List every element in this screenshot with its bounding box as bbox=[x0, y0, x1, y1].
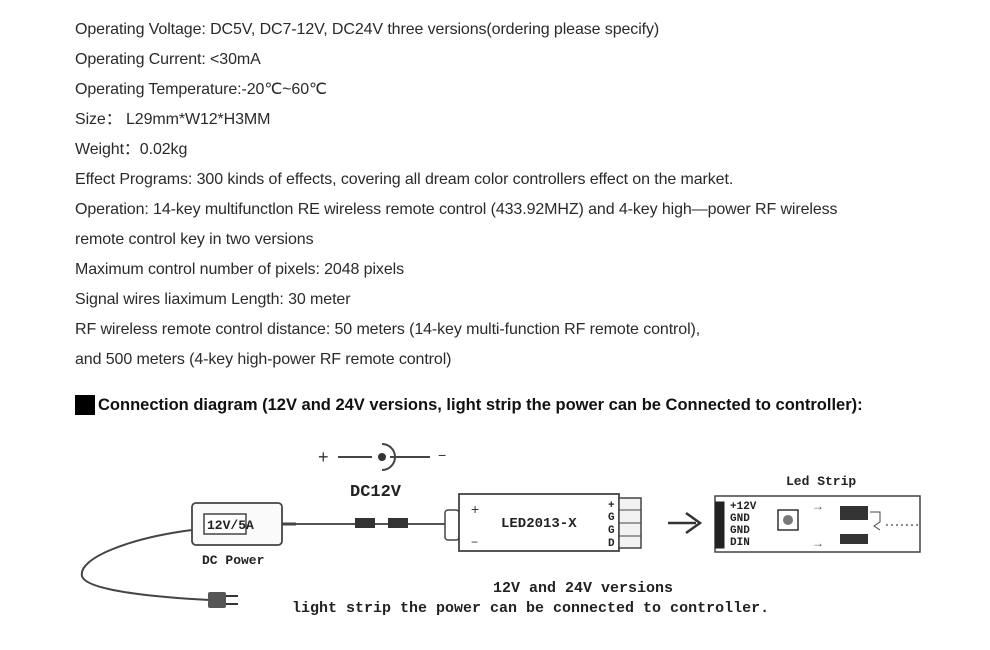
spec-operating-voltage: Operating Voltage: DC5V, DC7-12V, DC24V … bbox=[75, 21, 660, 38]
caption-line-1: 12V and 24V versions bbox=[493, 580, 673, 597]
ac-cord-wire bbox=[80, 529, 211, 601]
spec-rf-distance: RF wireless remote control distance: 50 … bbox=[75, 321, 701, 338]
controller-input-plug bbox=[444, 509, 460, 541]
dc-connector-cable bbox=[296, 518, 445, 528]
led-strip-connector bbox=[715, 501, 725, 549]
ac-power-cord bbox=[80, 529, 238, 608]
strip-pin-12v: +12V bbox=[730, 501, 757, 513]
spec-operation-continued: remote control key in two versions bbox=[75, 231, 314, 248]
led-chip-center-icon bbox=[783, 515, 793, 525]
psu-rating-label: 12V/5A bbox=[207, 518, 254, 533]
psu-caption: DC Power bbox=[202, 553, 264, 568]
psu-label-box bbox=[203, 513, 247, 535]
spec-operating-current: Operating Current: <30mA bbox=[75, 51, 261, 68]
right-arrow-icon bbox=[668, 511, 703, 535]
controller: + − LED2013-X + G G D bbox=[444, 493, 642, 552]
strip-pin-gnd2: GND bbox=[730, 525, 750, 537]
black-square-icon bbox=[75, 395, 95, 415]
controller-minus-label: − bbox=[471, 535, 478, 549]
plug-icon bbox=[208, 592, 226, 608]
controller-pin-g1: G bbox=[608, 512, 615, 524]
strip-zigzag-line bbox=[870, 511, 881, 531]
power-supply: 12V/5A DC Power bbox=[191, 502, 296, 568]
spec-rf-distance-continued: and 500 meters (4-key high-power RF remo… bbox=[75, 351, 452, 368]
dc-connector-female-icon bbox=[388, 518, 408, 528]
dc-voltage-label: DC12V bbox=[350, 483, 402, 502]
spec-effect-programs: Effect Programs: 300 kinds of effects, c… bbox=[75, 171, 734, 188]
strip-pin-gnd1: GND bbox=[730, 513, 750, 525]
dc-minus-sign: − bbox=[438, 447, 446, 463]
dc-plus-sign: + bbox=[318, 447, 329, 467]
controller-pin-plus: + bbox=[608, 500, 615, 512]
spec-operation: Operation: 14-key multifunctlon RE wirel… bbox=[75, 201, 838, 218]
controller-model-label: LED2013-X bbox=[501, 516, 577, 532]
dc-jack-symbol: + − DC12V bbox=[318, 443, 446, 502]
spec-operating-temperature: Operating Temperature:-20℃~60℃ bbox=[75, 81, 327, 98]
ic-chip-bottom-icon bbox=[840, 534, 868, 544]
controller-pin-d: D bbox=[608, 538, 615, 550]
section-heading-text: Connection diagram (12V and 24V versions… bbox=[98, 395, 863, 414]
connection-diagram: + − DC12V 12V/5A DC Power + − LED2013-X … bbox=[80, 443, 921, 617]
section-heading: Connection diagram (12V and 24V versions… bbox=[75, 393, 863, 417]
controller-body bbox=[458, 493, 620, 552]
strip-arrow-bottom-icon: → bbox=[812, 536, 824, 550]
spec-signal-wire-length: Signal wires liaximum Length: 30 meter bbox=[75, 291, 351, 308]
spec-list: Operating Voltage: DC5V, DC7-12V, DC24V … bbox=[75, 15, 838, 375]
caption-line-2: light strip the power can be connected t… bbox=[292, 600, 769, 617]
controller-plus-label: + bbox=[471, 501, 479, 517]
spec-size: Size： L29mm*W12*H3MM bbox=[75, 111, 271, 128]
strip-arrow-top-icon: → bbox=[812, 499, 824, 513]
led-strip: Led Strip +12V GND GND DIN → → bbox=[714, 474, 921, 553]
spec-weight: Weight：0.02kg bbox=[75, 141, 188, 158]
dc-jack-center-icon bbox=[378, 453, 386, 461]
dc-connector-male-icon bbox=[355, 518, 375, 528]
ic-chip-icon bbox=[840, 506, 868, 520]
strip-pin-din: DIN bbox=[730, 537, 750, 549]
controller-pin-g2: G bbox=[608, 525, 615, 537]
spec-max-pixels: Maximum control number of pixels: 2048 p… bbox=[75, 261, 404, 278]
led-strip-title: Led Strip bbox=[786, 474, 856, 489]
